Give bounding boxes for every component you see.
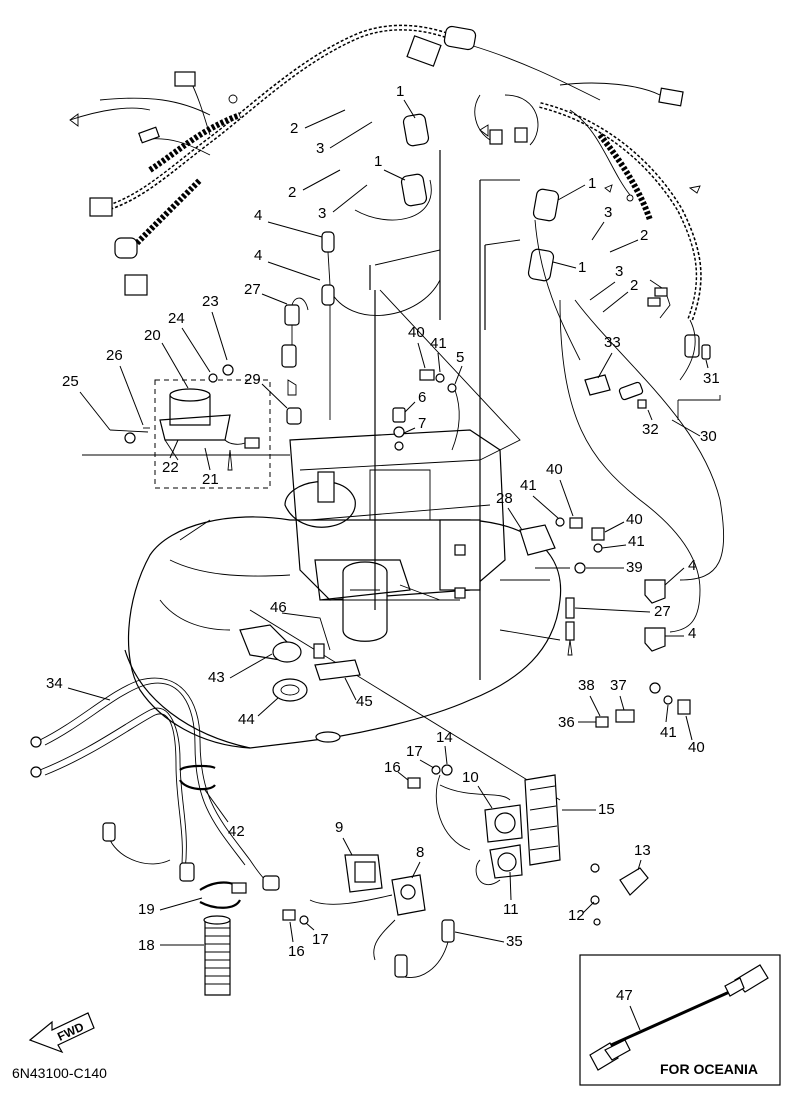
callout-41: 41 xyxy=(660,724,677,741)
protector-boot xyxy=(203,915,231,996)
callout-14: 14 xyxy=(436,729,453,746)
callout-2: 2 xyxy=(288,184,296,201)
callout-29: 29 xyxy=(244,371,261,388)
callout-41: 41 xyxy=(520,477,537,494)
harness-connectors xyxy=(69,25,701,296)
callout-26: 26 xyxy=(106,347,123,364)
clamp-boot xyxy=(199,881,247,996)
callout-40: 40 xyxy=(688,739,705,756)
callout-8: 8 xyxy=(416,844,424,861)
callout-3: 3 xyxy=(604,204,612,221)
ignition-coils xyxy=(329,113,725,680)
callout-2: 2 xyxy=(630,277,638,294)
relay-switch-parts xyxy=(309,774,561,961)
callout-7: 7 xyxy=(418,415,426,432)
callout-9: 9 xyxy=(335,819,343,836)
callout-17: 17 xyxy=(312,931,329,948)
callout-20: 20 xyxy=(144,327,161,344)
callout-17: 17 xyxy=(406,743,423,760)
callout-46: 46 xyxy=(270,599,287,616)
callout-1: 1 xyxy=(588,175,596,192)
callout-39: 39 xyxy=(626,559,643,576)
connector-27-29 xyxy=(281,297,309,425)
callout-36: 36 xyxy=(558,714,575,731)
callout-4: 4 xyxy=(254,207,262,224)
powerhead-block xyxy=(284,429,506,601)
starter-motor xyxy=(314,559,411,642)
small-fasteners xyxy=(392,369,460,451)
callout-13: 13 xyxy=(634,842,651,859)
callout-27: 27 xyxy=(244,281,261,298)
clamp-42 xyxy=(179,764,216,791)
callout-6: 6 xyxy=(418,389,426,406)
callout-45: 45 xyxy=(356,693,373,710)
right-side-parts xyxy=(584,279,721,420)
fwd-label: FWD xyxy=(55,1019,86,1043)
callout-1: 1 xyxy=(396,83,404,100)
callout-15: 15 xyxy=(598,801,615,818)
callout-28: 28 xyxy=(496,490,513,507)
leader-46 xyxy=(281,612,331,651)
callout-22: 22 xyxy=(162,459,179,476)
callout-10: 10 xyxy=(462,769,479,786)
lower-cables xyxy=(30,677,280,891)
solenoid-assembly xyxy=(109,364,271,489)
callout-labels: 1 1 1 1 2 2 2 2 3 3 3 3 4 4 4 4 5 6 7 xyxy=(46,83,720,1031)
assembly-lines xyxy=(82,179,561,801)
fwd-arrow: FWD xyxy=(28,1012,95,1054)
callout-32: 32 xyxy=(642,421,659,438)
callout-35: 35 xyxy=(506,933,523,950)
callout-42: 42 xyxy=(228,823,245,840)
callout-43: 43 xyxy=(208,669,225,686)
callout-27: 27 xyxy=(654,603,671,620)
callout-1: 1 xyxy=(578,259,586,276)
callout-11: 11 xyxy=(503,901,519,918)
callout-21: 21 xyxy=(202,471,219,488)
callout-16: 16 xyxy=(384,759,401,776)
inset-for-oceania: FOR OCEANIA xyxy=(579,954,781,1086)
callout-38: 38 xyxy=(578,677,595,694)
callout-4: 4 xyxy=(688,557,696,574)
spark-plug-caps xyxy=(321,231,666,652)
callout-31: 31 xyxy=(703,370,720,387)
callout-41: 41 xyxy=(628,533,645,550)
callout-40: 40 xyxy=(626,511,643,528)
callout-4: 4 xyxy=(688,625,696,642)
callout-37: 37 xyxy=(610,677,627,694)
callout-30: 30 xyxy=(700,428,717,445)
callout-3: 3 xyxy=(615,263,623,280)
main-wiring-harness xyxy=(69,24,702,322)
callout-24: 24 xyxy=(168,310,185,327)
callout-47: 47 xyxy=(616,987,633,1004)
callout-18: 18 xyxy=(138,937,155,954)
callout-12: 12 xyxy=(568,907,585,924)
callout-41: 41 xyxy=(430,335,447,352)
callout-2: 2 xyxy=(640,227,648,244)
callout-33: 33 xyxy=(604,334,621,351)
callout-25: 25 xyxy=(62,373,79,390)
inset-label: FOR OCEANIA xyxy=(660,1061,758,1077)
callout-5: 5 xyxy=(456,349,464,366)
callout-34: 34 xyxy=(46,675,63,692)
callout-19: 19 xyxy=(138,901,155,918)
callout-16: 16 xyxy=(288,943,305,960)
rectifier-area xyxy=(519,517,691,728)
callout-23: 23 xyxy=(202,293,219,310)
drawing-code: 6N43100-C140 xyxy=(12,1065,107,1081)
grommet-parts xyxy=(239,624,361,702)
callout-40: 40 xyxy=(408,324,425,341)
callout-3: 3 xyxy=(316,140,324,157)
callout-3: 3 xyxy=(318,205,326,222)
callout-4: 4 xyxy=(254,247,262,264)
callout-2: 2 xyxy=(290,120,298,137)
callout-40: 40 xyxy=(546,461,563,478)
bottom-cowling xyxy=(124,516,562,749)
callout-44: 44 xyxy=(238,711,255,728)
misc-small-parts xyxy=(282,764,649,978)
callout-1: 1 xyxy=(374,153,382,170)
